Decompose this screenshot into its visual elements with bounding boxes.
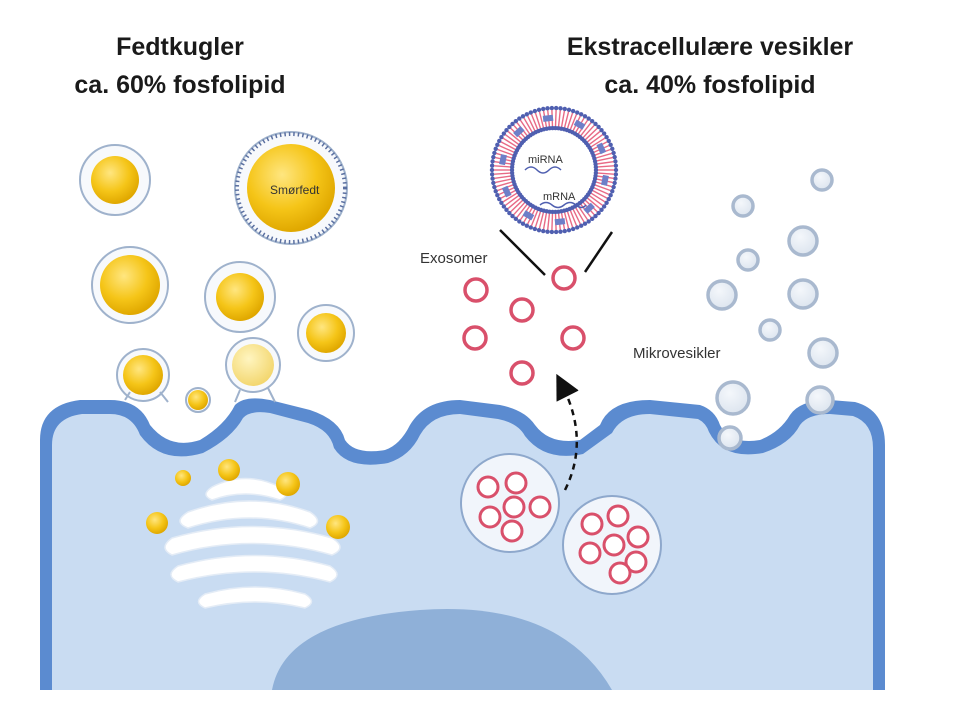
exosomes-group [460,265,662,595]
fat-core [188,390,208,410]
exosome-release-arrow [556,373,579,491]
intraluminal-vesicle [478,505,502,529]
exosome-cross-section [489,105,619,235]
fat-globules-subtitle: ca. 60% fosfolipid [74,71,286,99]
intraluminal-vesicle [528,495,552,519]
budding-stalk [124,391,131,401]
exosome [509,360,535,386]
microvesicle [810,168,834,192]
exosome [560,325,586,351]
fat-core [247,144,335,232]
fat-globule [116,348,170,402]
membrane-protein [542,114,554,122]
microvesicle [717,425,743,451]
golgi-cisterna [197,586,313,609]
golgi-apparatus [164,477,341,609]
intraluminal-vesicle [578,541,602,565]
fat-globule [204,261,276,333]
fat-globules-title: Fedtkugler [116,33,244,61]
membrane-protein [596,142,607,155]
cell [40,398,885,690]
fat-globules-heading: Fedtkugler ca. 60% fosfolipid [40,28,320,104]
budding-stalk [234,389,241,403]
membrane-protein [573,119,586,130]
fat-globule [225,337,281,393]
exosome [551,265,577,291]
fat-globule [297,304,355,362]
fat-core [91,156,139,204]
microvesicles-group [706,168,839,451]
intraluminal-vesicle [626,525,650,549]
golgi-cisterna [179,500,319,529]
membrane-protein [554,218,566,226]
intraluminal-vesicle [476,475,500,499]
golgi-cisterna [170,554,338,583]
exosome [462,325,488,351]
zoom-line-left [499,229,546,276]
fat-globule [234,131,348,245]
budding-stalk [159,391,169,403]
membrane-protein [501,185,512,198]
phospholipid-bilayer [489,105,619,235]
fat-core [306,313,346,353]
fat-globule [185,387,211,413]
intraluminal-vesicle [504,471,528,495]
fat-core [123,355,163,395]
phospholipid-layer [235,132,347,244]
membrane-protein [522,210,535,221]
intraluminal-vesicle [602,533,626,557]
fat-globule [79,144,151,216]
fat-globule [91,246,169,324]
microvesicle [805,385,835,415]
mirna-strand [524,166,562,174]
vesicles-heading: Ekstracellulære vesikler ca. 40% fosfoli… [520,28,900,104]
exosome-label: Exosomer [420,250,488,267]
intraluminal-vesicle [502,495,526,519]
lipid-droplet [326,515,350,539]
intraluminal-vesicle [500,519,524,543]
microvesicle [787,225,819,257]
lipid-droplet [218,459,240,481]
intraluminal-vesicle [606,504,630,528]
golgi-cisterna [205,477,287,501]
golgi-cisterna [164,525,341,556]
vesicles-subtitle: ca. 40% fosfolipid [604,71,816,99]
membrane-protein [499,154,507,166]
lipid-droplet [175,470,191,486]
microvesicle [731,194,755,218]
microvesicle [715,380,751,416]
vesicles-title: Ekstracellulære vesikler [566,33,854,61]
cargo-label-mrna: mRNA [543,191,576,203]
lipid-droplet [276,472,300,496]
membrane-protein [601,174,609,186]
microvesicle [807,337,839,369]
lipid-droplet [146,512,168,534]
intraluminal-vesicle [580,512,604,536]
microvesicle [736,248,760,272]
zoom-line-right [583,231,614,273]
intraluminal-vesicle [608,561,632,585]
cargo-label-mirna: miRNA [528,154,563,166]
mrna-strand [539,201,587,209]
fat-core [216,273,264,321]
fat-globules-group [79,131,355,539]
multivesicular-body [460,453,560,553]
fat-core [232,344,274,386]
microvesicle [758,318,782,342]
exosome [509,297,535,323]
budding-stalk [267,387,276,403]
exosome [463,277,489,303]
multivesicular-body [562,495,662,595]
microvesicle-label: Mikrovesikler [633,345,721,362]
microvesicle [706,279,738,311]
fat-core [100,255,160,315]
membrane-protein [583,202,595,214]
microvesicle [787,278,819,310]
nucleus [272,609,612,690]
membrane-protein [513,126,525,138]
intraluminal-vesicle [624,550,648,574]
cross-section-background [490,106,618,234]
fat-globule-label: Smørfedt [270,183,320,197]
